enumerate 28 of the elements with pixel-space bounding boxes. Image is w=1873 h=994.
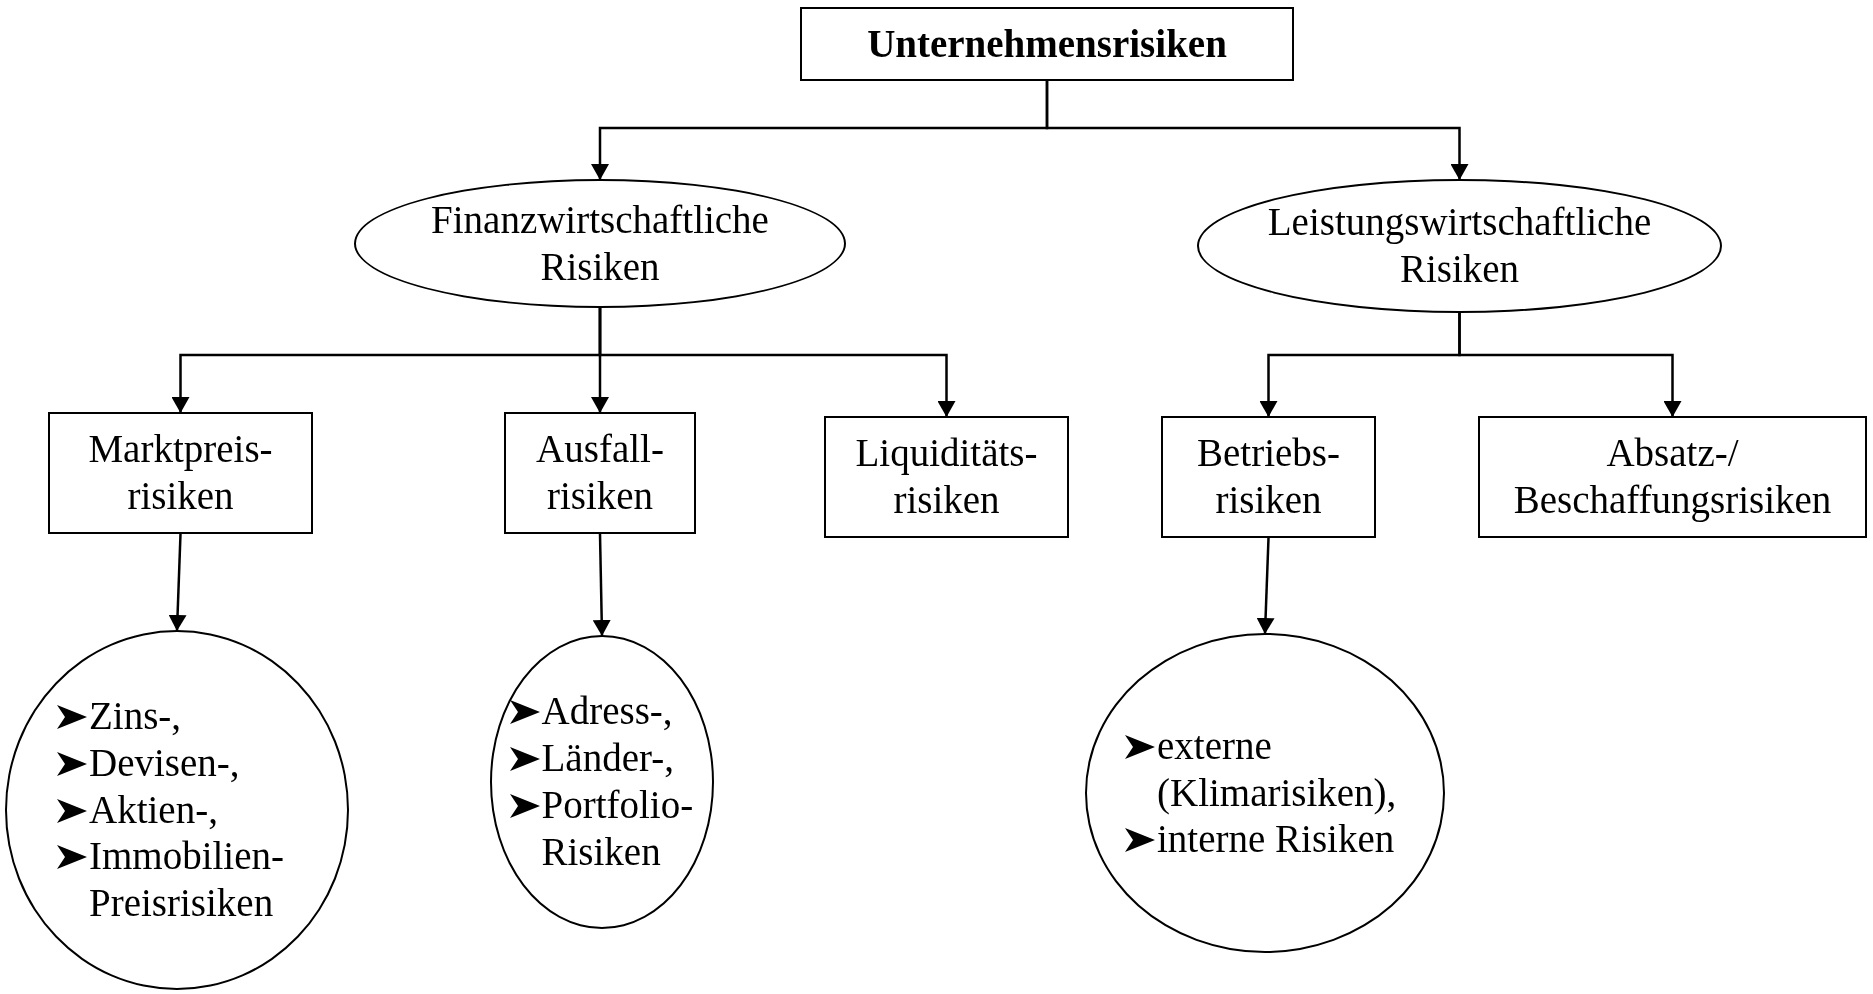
node-label: Ausfall- risiken bbox=[535, 426, 665, 519]
process-box bbox=[824, 416, 1069, 538]
process-box bbox=[504, 412, 696, 534]
process-box bbox=[1161, 416, 1376, 538]
node-label: Absatz-/ Beschaffungsrisiken bbox=[1512, 430, 1833, 524]
process-box bbox=[800, 7, 1294, 81]
process-box bbox=[48, 412, 313, 534]
arrow bbox=[168, 533, 187, 631]
arrow bbox=[598, 308, 956, 417]
list-item-text: Zins-, bbox=[89, 693, 182, 739]
node-label: Betriebs- risiken bbox=[1196, 430, 1341, 523]
list-item-text: Länder-, bbox=[541, 735, 674, 782]
list-item-text: interne Risiken bbox=[1157, 816, 1395, 863]
arrow bbox=[1458, 313, 1682, 417]
list-item-text: Portfolio- Risiken bbox=[541, 782, 695, 875]
list-item-text: Adress-, bbox=[541, 688, 673, 735]
node-label: Liquiditäts- risiken bbox=[854, 430, 1039, 523]
node-label: Marktpreis- risiken bbox=[87, 426, 274, 519]
arrow bbox=[592, 533, 611, 636]
list-item-text: Devisen-, bbox=[89, 739, 240, 786]
list-item-text: Aktien-, bbox=[89, 786, 218, 833]
node-label: Finanzwirtschaftliche Risiken bbox=[430, 196, 770, 290]
arrow bbox=[1256, 537, 1275, 634]
root-title: Unternehmensrisiken bbox=[867, 20, 1227, 67]
node-label: Leistungswirtschaftliche Risiken bbox=[1266, 199, 1653, 292]
arrow bbox=[1045, 81, 1469, 180]
process-box bbox=[1478, 416, 1867, 538]
list-item-text: Immobilien- Preisrisiken bbox=[89, 833, 285, 927]
